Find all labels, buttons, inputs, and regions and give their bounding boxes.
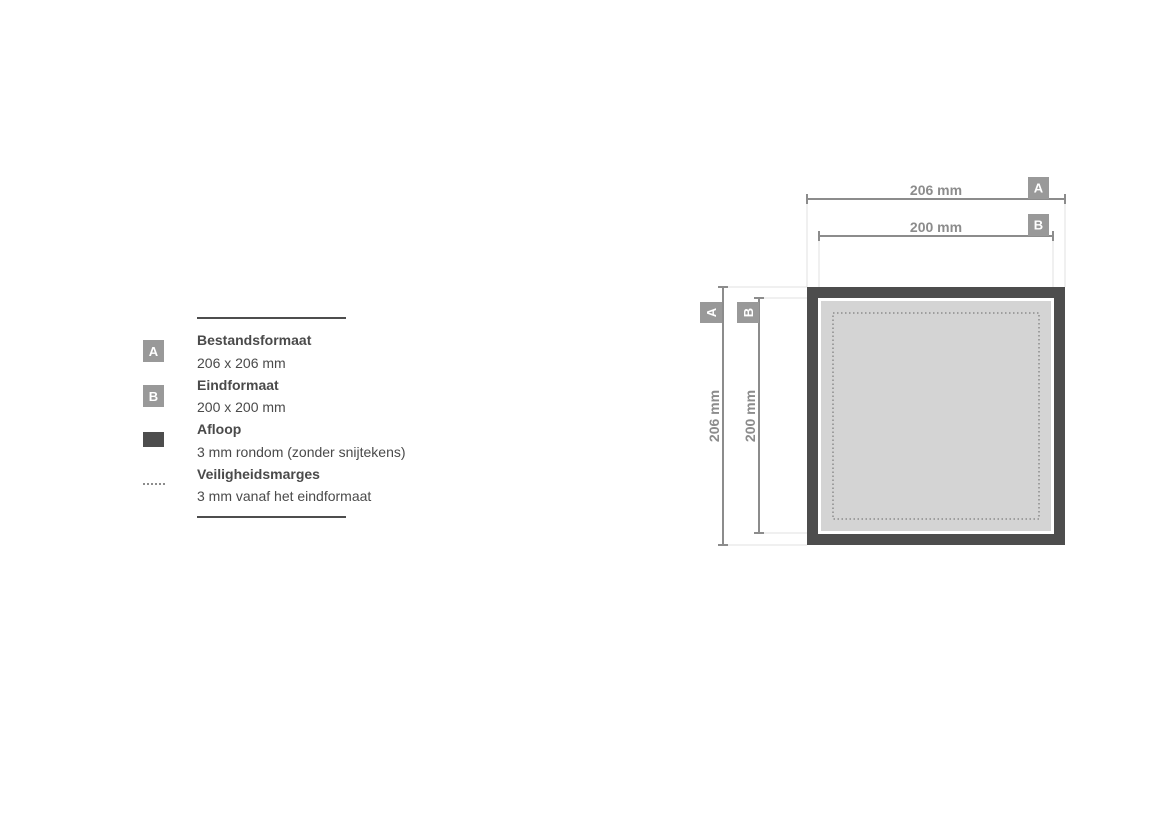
legend-top-rule [197, 317, 346, 319]
safety-margin [832, 312, 1040, 520]
legend-desc-bleed: 3 mm rondom (zonder snijtekens) [197, 444, 406, 460]
dimension-file-height [718, 286, 728, 546]
legend-badge-a: A [143, 340, 164, 362]
badge-b-side-label: B [741, 308, 756, 317]
badge-a-top [1028, 177, 1049, 199]
legend: A Bestandsformaat 206 x 206 mm B Eindfor… [143, 317, 406, 518]
legend-badge-b: B [143, 385, 164, 407]
dimension-final-height [754, 297, 764, 534]
badge-b-top [1028, 214, 1049, 236]
guide-lines [727, 203, 1066, 546]
legend-title-file-size: Bestandsformaat [197, 332, 312, 348]
dimension-final-width [818, 231, 1054, 241]
file-width-label: 206 mm [910, 182, 962, 198]
badge-a-side-label: A [704, 307, 719, 317]
legend-desc-final-size: 200 x 200 mm [197, 399, 286, 415]
badge-a-top-label: A [1034, 181, 1044, 196]
final-height-label: 200 mm [742, 390, 758, 442]
legend-desc-file-size: 206 x 206 mm [197, 355, 286, 371]
badge-b-top-label: B [1034, 218, 1043, 233]
file-height-label: 206 mm [706, 390, 722, 442]
final-width-label: 200 mm [910, 219, 962, 235]
legend-bleed-swatch [143, 432, 164, 447]
legend-title-final-size: Eindformaat [197, 377, 279, 393]
dimension-file-width [806, 194, 1066, 204]
final-format-area [821, 301, 1051, 531]
legend-bottom-rule [197, 516, 346, 518]
badge-a-side [700, 302, 722, 323]
badge-b-side [737, 302, 759, 323]
legend-desc-safety-margin: 3 mm vanaf het eindformaat [197, 488, 372, 504]
legend-title-bleed: Afloop [197, 421, 242, 437]
legend-safety-dots [143, 483, 165, 485]
legend-title-safety-margin: Veiligheidsmarges [197, 466, 320, 482]
